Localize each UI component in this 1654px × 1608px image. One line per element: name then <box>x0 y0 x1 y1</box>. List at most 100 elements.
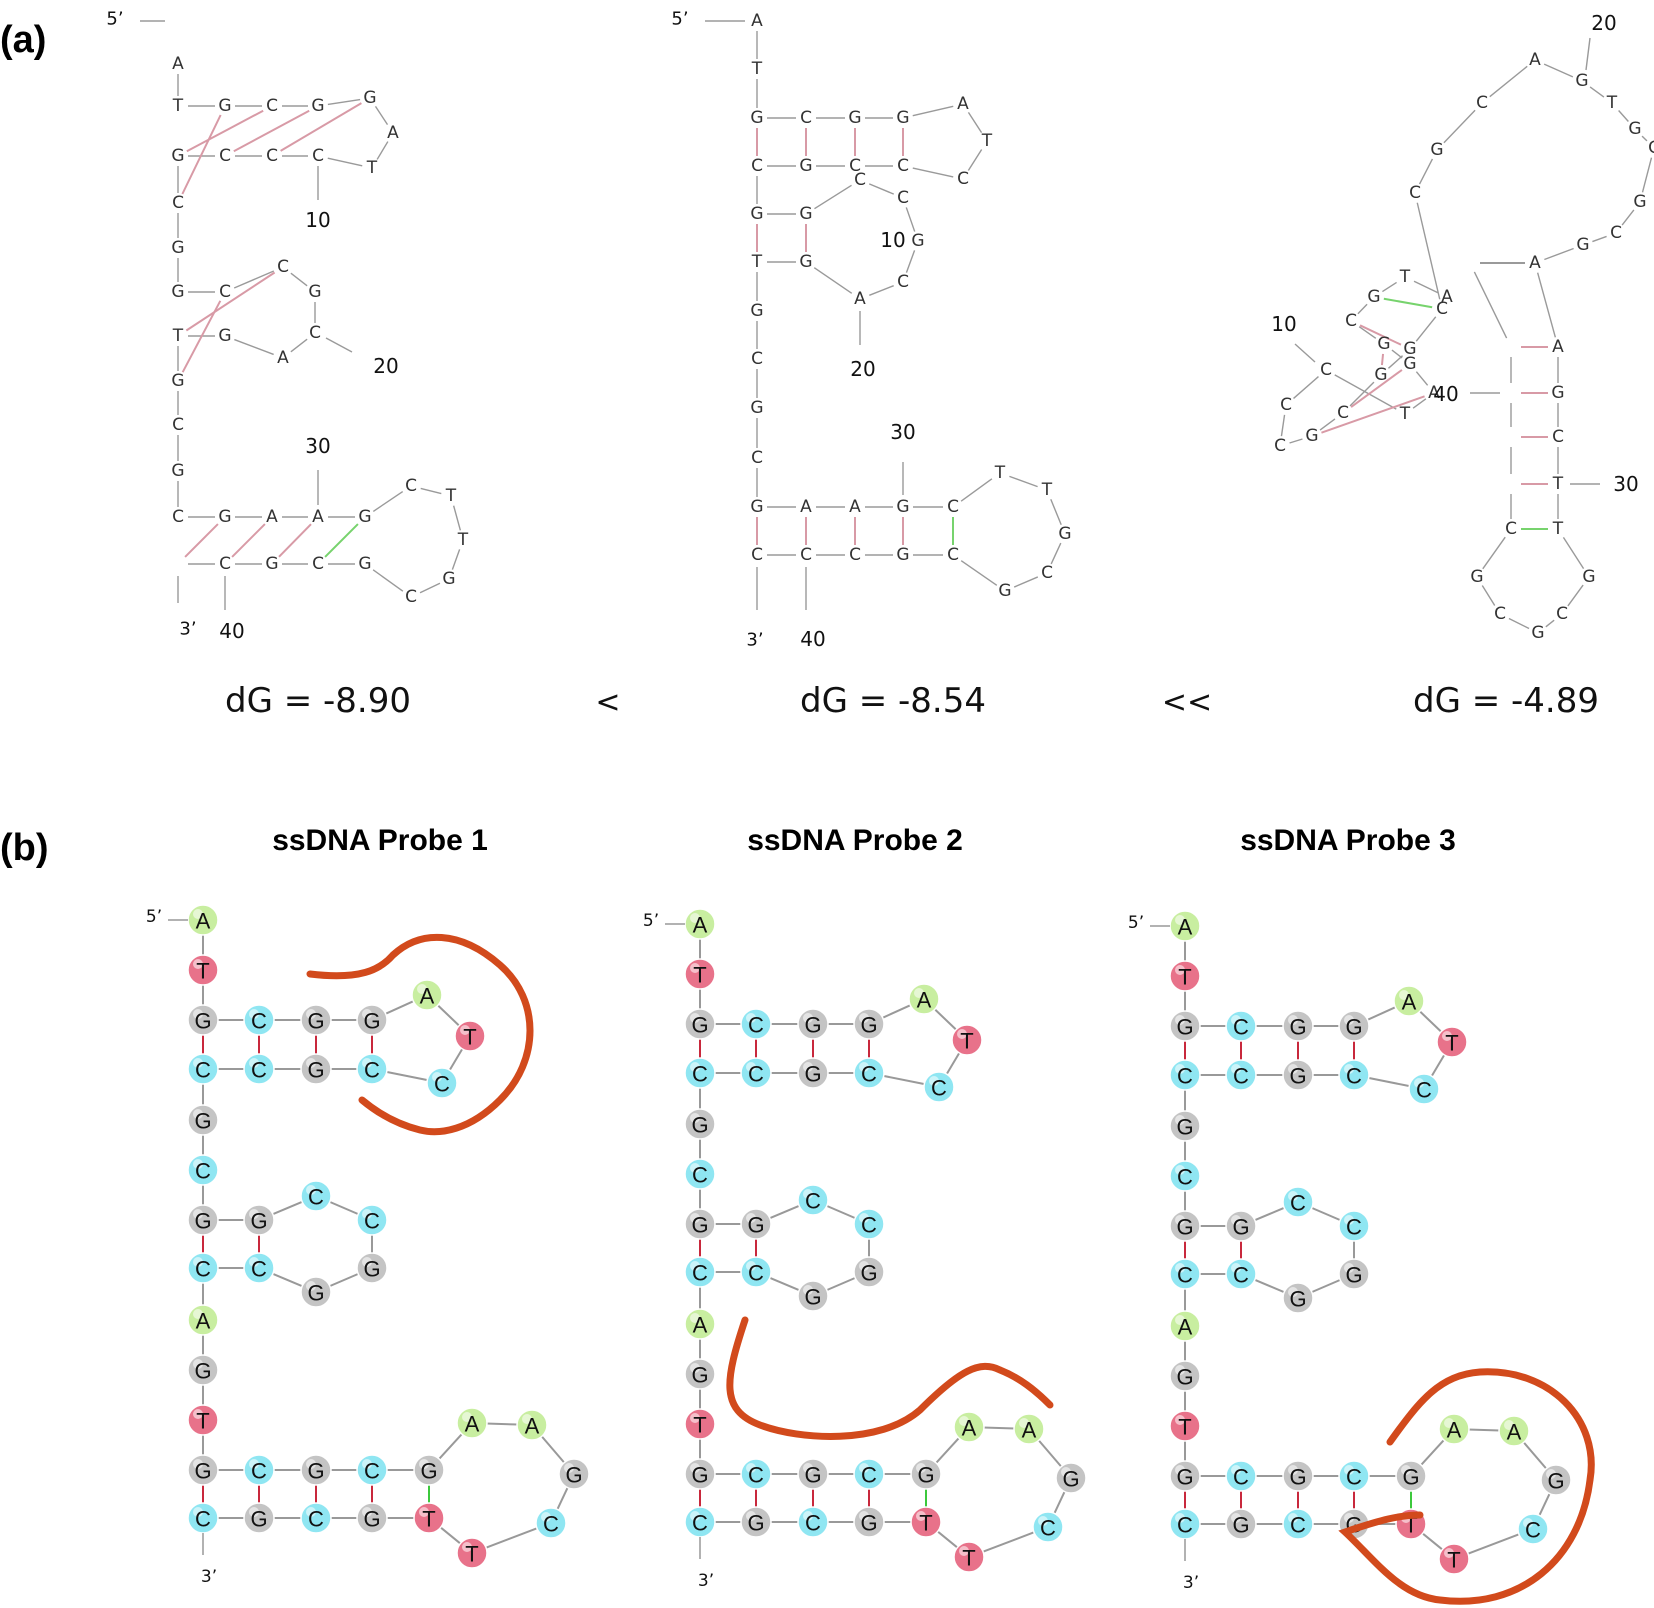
nucleotide-C-41: C <box>1169 1508 1201 1540</box>
bead-highlight <box>1231 1465 1241 1475</box>
base-C-35: C <box>405 587 417 607</box>
backbone-segment <box>328 1200 360 1216</box>
nucleotide-letter: C <box>1290 1513 1306 1538</box>
base-C-13: C <box>751 156 763 176</box>
nucleotide-G-16: G <box>684 1208 716 1240</box>
bead-highlight <box>690 1013 700 1023</box>
bead-highlight <box>1175 965 1185 975</box>
backbone-segment <box>420 487 442 495</box>
nucleotide-letter: T <box>1447 1548 1460 1573</box>
nucleotide-letter: G <box>420 1459 437 1484</box>
bead-highlight <box>362 1257 372 1267</box>
nucleotide-C-28: C <box>1225 1460 1257 1492</box>
bead-highlight <box>690 1261 700 1271</box>
base-C-9: C <box>312 146 324 166</box>
bead-highlight <box>1019 1418 1029 1428</box>
base-G-12: G <box>799 156 812 176</box>
nucleotide-T-8: T <box>1436 1026 1468 1058</box>
nucleotide-C-10: C <box>853 1057 885 1089</box>
base-G-38: G <box>265 554 278 574</box>
base-T-32: T <box>994 463 1006 483</box>
nucleotide-G-17: G <box>740 1208 772 1240</box>
base-A-1: A <box>751 11 763 31</box>
nucleotide-letter: T <box>1178 1415 1191 1440</box>
backbone-segment <box>451 549 461 570</box>
backbone-segment <box>271 1200 304 1216</box>
nucleotide-T-36: T <box>456 1537 488 1569</box>
nucleotide-C-30: C <box>1338 1460 1370 1492</box>
bead-highlight <box>541 1512 551 1522</box>
base-G-12: G <box>1305 426 1318 446</box>
base-G-14: G <box>171 238 184 258</box>
nucleotide-letter: C <box>364 1209 380 1234</box>
nucleotide-C-13: C <box>1169 1059 1201 1091</box>
backbone-segment <box>933 1007 958 1032</box>
nucleotide-C-12: C <box>1225 1059 1257 1091</box>
tick-20 <box>325 337 353 353</box>
panel-label-b: (b) <box>0 827 49 869</box>
number-20-structure-2: 20 <box>850 357 875 381</box>
nucleotide-letter: G <box>860 1261 877 1286</box>
nucleotide-G-38: G <box>853 1506 885 1538</box>
backbone-segment <box>960 560 998 586</box>
backbone-segment <box>1592 235 1607 243</box>
tick-10 <box>1294 343 1316 363</box>
bead-highlight <box>432 1072 442 1082</box>
backbone-segment <box>540 1434 566 1465</box>
nucleotide-G-31: G <box>1395 1460 1427 1492</box>
base-pair-bond <box>1350 369 1403 408</box>
bead-highlight <box>690 1163 700 1173</box>
five-prime-label: 5’ <box>643 911 659 931</box>
base-C-31: C <box>405 476 417 496</box>
nucleotide-letter: A <box>1022 1418 1037 1443</box>
bead-highlight <box>690 1313 700 1323</box>
base-G-18: G <box>308 282 321 302</box>
nucleotide-letter: C <box>1290 1191 1306 1216</box>
nucleotide-letter: G <box>747 1213 764 1238</box>
nucleotide-letter: C <box>364 1058 380 1083</box>
backbone-segment <box>936 1530 959 1549</box>
nucleotide-C-23: C <box>684 1256 716 1288</box>
nucleotide-letter: A <box>917 988 932 1013</box>
bead-highlight <box>1231 1513 1241 1523</box>
bead-highlight <box>1038 1516 1048 1526</box>
nucleotide-letter: G <box>194 1009 211 1034</box>
bead-highlight <box>193 1058 203 1068</box>
base-C-26: C <box>751 448 763 468</box>
number-10-structure-3: 10 <box>1271 312 1296 336</box>
nucleotide-letter: C <box>195 1159 211 1184</box>
bead-highlight <box>462 1542 472 1552</box>
energy-structure-1: dG = -8.90 <box>225 681 411 721</box>
backbone-segment <box>882 1074 926 1086</box>
nucleotide-G-29: G <box>1282 1460 1314 1492</box>
nucleotide-G-40: G <box>740 1506 772 1538</box>
backbone-segment <box>1467 1428 1501 1432</box>
probe-3-title: ssDNA Probe 3 <box>1240 824 1456 857</box>
bead-highlight <box>193 959 203 969</box>
bead-highlight <box>193 1359 203 1369</box>
nucleotide-T-2: T <box>1169 960 1201 992</box>
base-G-14: G <box>750 204 763 224</box>
nucleotide-letter: C <box>364 1459 380 1484</box>
bead-highlight <box>690 1511 700 1521</box>
base-A-7: A <box>957 94 969 114</box>
nucleotide-G-34: G <box>1540 1464 1572 1496</box>
backbone-segment <box>271 1272 304 1288</box>
backbone-segment <box>1618 110 1629 122</box>
base-G-6: G <box>363 88 376 108</box>
nucleotide-letter: C <box>748 1013 764 1038</box>
base-G-25: G <box>1633 192 1646 212</box>
bead-highlight <box>1288 1465 1298 1475</box>
nucleotide-A-1: A <box>684 908 716 940</box>
nucleotide-T-37: T <box>910 1506 942 1538</box>
bead-highlight <box>306 1459 316 1469</box>
base-A-1: A <box>1441 287 1453 307</box>
energy-structure-3: dG = -4.89 <box>1413 681 1599 721</box>
bead-highlight <box>1444 1418 1454 1428</box>
nucleotide-A-24: A <box>684 1308 716 1340</box>
backbone-segment <box>290 272 308 287</box>
bead-highlight <box>362 1209 372 1219</box>
nucleotide-letter: C <box>1346 1465 1362 1490</box>
nucleotide-letter: G <box>1289 1064 1306 1089</box>
